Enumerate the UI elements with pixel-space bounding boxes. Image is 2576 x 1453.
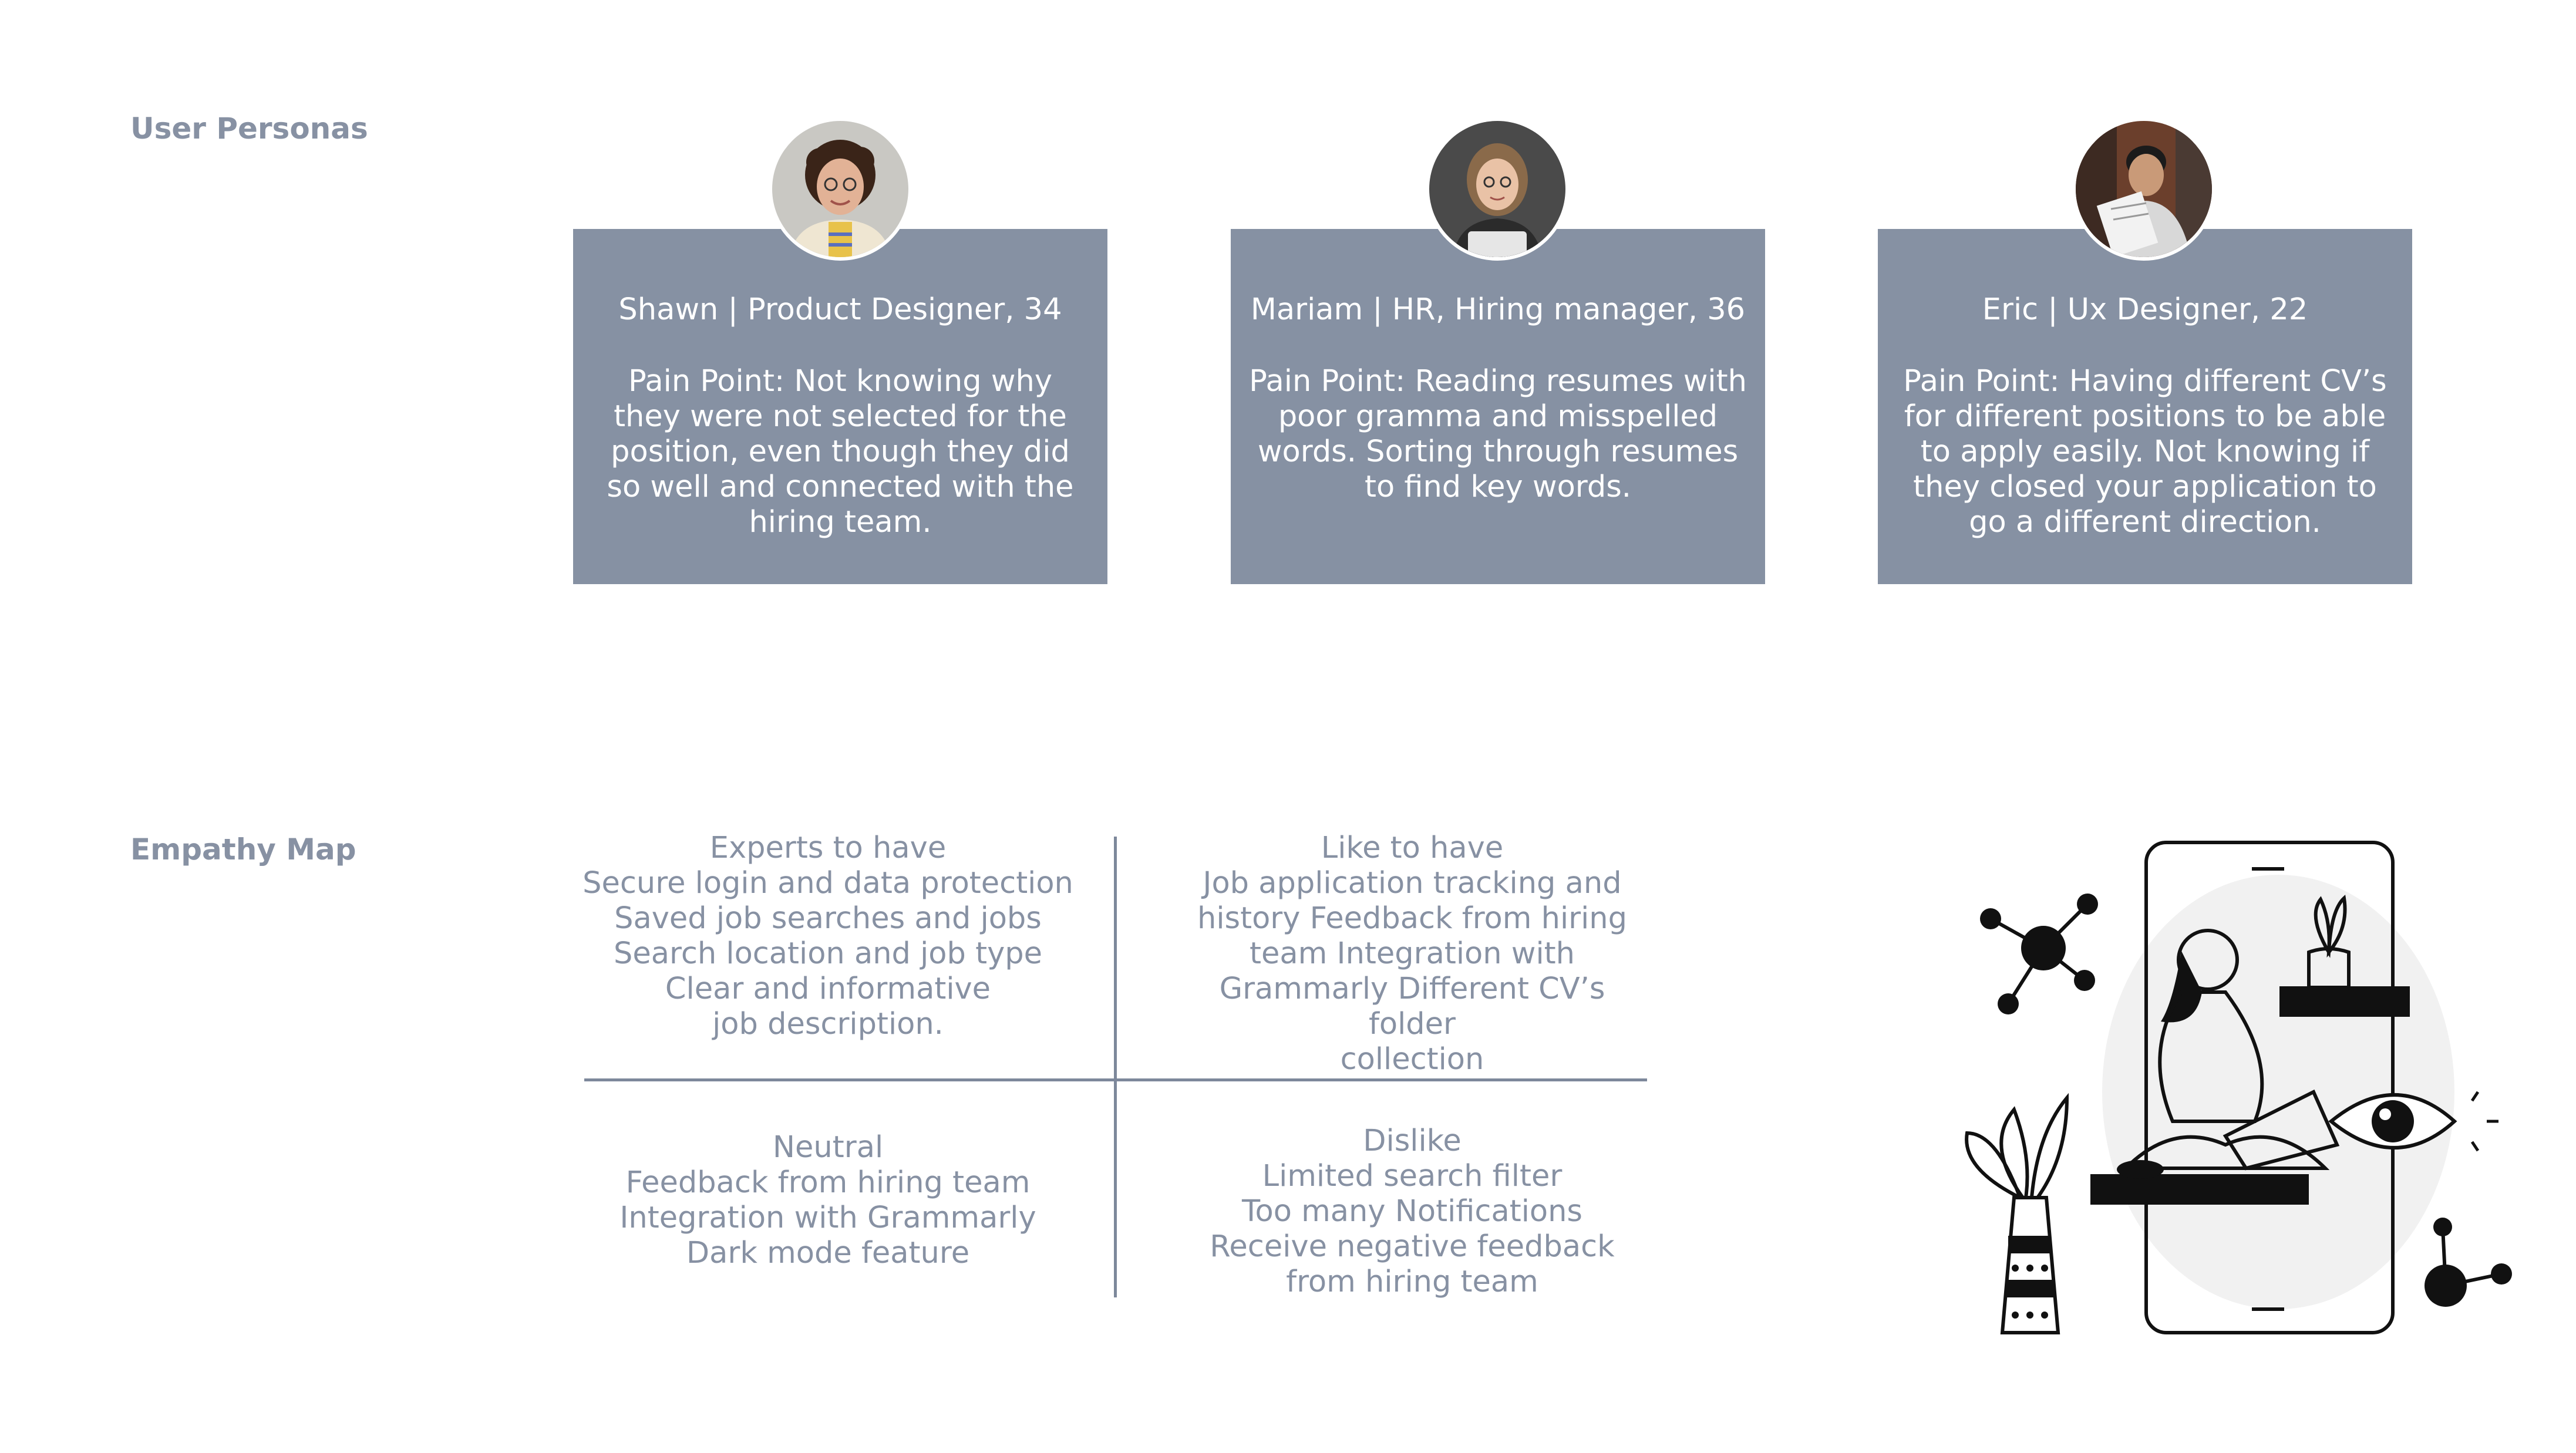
- avatar-shawn: [769, 117, 912, 261]
- persona-pain-point: Pain Point: Not knowing why they were no…: [607, 364, 1074, 540]
- persona-name: Eric | Ux Designer, 22: [1982, 292, 2308, 327]
- quadrant-top-left: Experts to have Secure login and data pr…: [582, 831, 1073, 1041]
- persona-pain-point: Pain Point: Reading resumes with poor gr…: [1249, 364, 1747, 504]
- persona-card-eric: Eric | Ux Designer, 22 Pain Point: Havin…: [1878, 229, 2412, 584]
- persona-name: Shawn | Product Designer, 34: [618, 292, 1062, 327]
- person-with-laptop-illustration: [1949, 816, 2525, 1347]
- empathy-map-title: Empathy Map: [130, 832, 356, 867]
- quadrant-top-right: Like to have Job application tracking an…: [1197, 831, 1627, 1077]
- empathy-map-horizontal-divider: [584, 1078, 1647, 1081]
- quadrant-bottom-left: Neutral Feedback from hiring team Integr…: [619, 1130, 1036, 1270]
- quadrant-bottom-right: Dislike Limited search filter Too many N…: [1210, 1124, 1615, 1299]
- avatar-mariam: [1426, 117, 1569, 261]
- persona-card-shawn: Shawn | Product Designer, 34 Pain Point:…: [573, 229, 1107, 584]
- user-personas-title: User Personas: [130, 112, 368, 146]
- empathy-map-vertical-divider: [1114, 837, 1117, 1297]
- persona-name: Mariam | HR, Hiring manager, 36: [1250, 292, 1746, 327]
- persona-pain-point: Pain Point: Having different CV’s for di…: [1903, 364, 2387, 540]
- persona-card-mariam: Mariam | HR, Hiring manager, 36 Pain Poi…: [1231, 229, 1765, 584]
- avatar-eric: [2072, 117, 2215, 261]
